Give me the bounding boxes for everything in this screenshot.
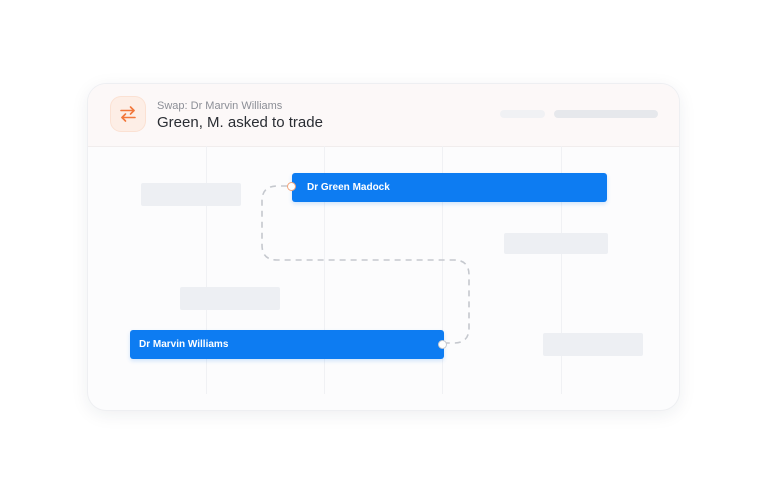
placeholder-shift xyxy=(180,287,280,310)
swap-connector-line xyxy=(261,185,470,344)
placeholder-shift xyxy=(504,233,608,254)
swap-request-card: Swap: Dr Marvin Williams Green, M. asked… xyxy=(88,84,679,410)
placeholder-shift xyxy=(543,333,643,356)
schedule-gridline xyxy=(442,146,443,394)
header-placeholder-short xyxy=(500,110,545,118)
swap-request-header: Swap: Dr Marvin Williams Green, M. asked… xyxy=(88,84,679,147)
shift-bar-dr-green-madock[interactable]: Dr Green Madock xyxy=(292,173,607,202)
connector-node-start xyxy=(287,182,296,191)
swap-subject-label: Swap: Dr Marvin Williams xyxy=(157,100,283,112)
swap-arrows-icon xyxy=(120,106,136,122)
placeholder-shift xyxy=(141,183,241,206)
shift-bar-dr-marvin-williams[interactable]: Dr Marvin Williams xyxy=(130,330,444,359)
swap-request-title: Green, M. asked to trade xyxy=(157,114,323,131)
schedule-gridline xyxy=(206,146,207,394)
connector-node-end xyxy=(438,340,447,349)
swap-badge xyxy=(111,97,145,131)
schedule-gridline xyxy=(324,146,325,394)
header-placeholder-long xyxy=(554,110,658,118)
schedule-gridline xyxy=(561,146,562,394)
